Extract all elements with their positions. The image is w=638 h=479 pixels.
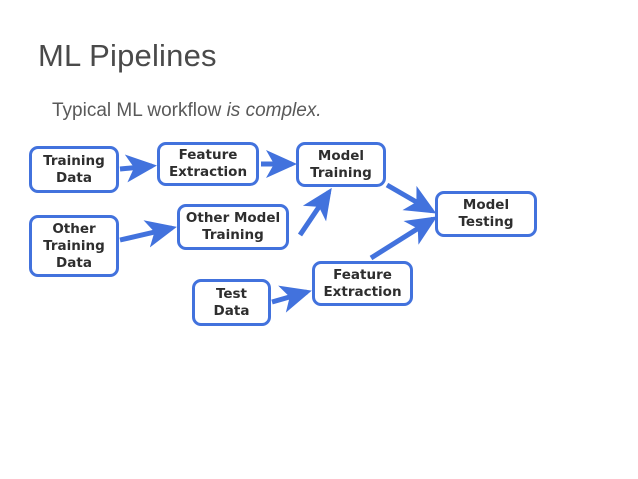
page-title: ML Pipelines — [38, 38, 217, 73]
edge-model-training-to-model-testing — [385, 182, 437, 214]
page-subtitle: Typical ML workflow is complex. — [52, 99, 322, 123]
node-feature-extraction-1-label: Feature Extraction — [168, 147, 248, 180]
node-test-data-label: Test Data — [213, 285, 250, 319]
subtitle-emphasis-text: is complex. — [226, 100, 322, 121]
edge-other-model-training-to-model-training — [297, 187, 332, 237]
edge-feature-extraction-2-to-model-testing — [369, 216, 438, 261]
node-feature-extraction-2[interactable]: Feature Extraction — [312, 261, 413, 306]
node-training-data[interactable]: Training Data — [29, 146, 119, 193]
node-other-training-data[interactable]: Other Training Data — [29, 215, 119, 277]
node-training-data-label: Training Data — [43, 152, 105, 186]
node-other-model-training[interactable]: Other Model Training — [177, 204, 289, 250]
node-model-training-label: Model Training — [310, 147, 372, 181]
node-other-model-training-label: Other Model Training — [185, 210, 281, 243]
node-other-training-data-label: Other Training Data — [43, 220, 105, 271]
node-feature-extraction-1[interactable]: Feature Extraction — [157, 142, 259, 186]
node-test-data[interactable]: Test Data — [192, 279, 271, 326]
node-model-testing-label: Model Testing — [458, 197, 514, 230]
edge-training-data-to-feature-extraction — [119, 154, 157, 183]
subtitle-plain-text: Typical ML workflow — [52, 100, 227, 121]
node-model-training[interactable]: Model Training — [296, 142, 386, 187]
node-feature-extraction-2-label: Feature Extraction — [323, 266, 402, 300]
node-model-testing[interactable]: Model Testing — [435, 191, 537, 237]
edge-other-training-data-to-other-model-training — [119, 220, 177, 248]
edge-test-data-to-feature-extraction-2 — [271, 285, 312, 313]
